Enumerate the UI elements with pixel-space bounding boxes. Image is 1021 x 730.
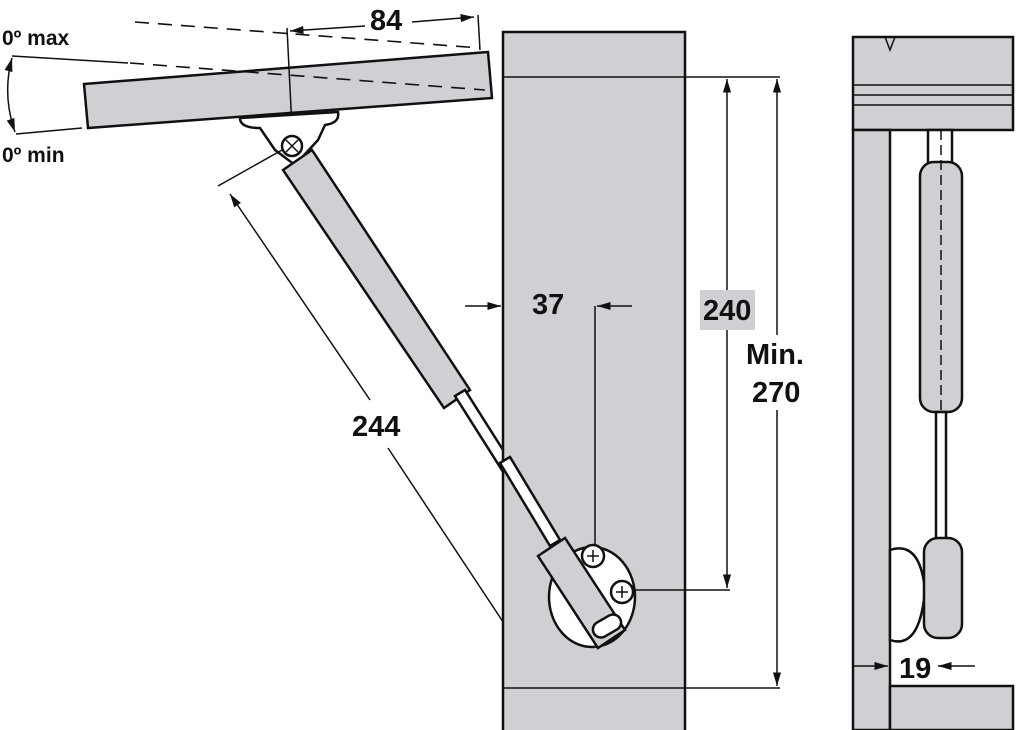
dimension-84-label: 84 bbox=[370, 5, 402, 37]
lid-bracket bbox=[238, 110, 340, 167]
label-bg bbox=[700, 290, 755, 330]
dimension-240-label: 240 bbox=[703, 295, 751, 327]
dimension-min-label: Min. bbox=[746, 339, 804, 371]
dimension-19-label: 19 bbox=[899, 653, 931, 685]
angle-min-label: 0º min bbox=[2, 144, 65, 167]
dimension-244 bbox=[217, 149, 566, 646]
lid-panel bbox=[82, 14, 494, 130]
angle-indicator bbox=[4, 55, 129, 135]
cabinet-side-panel bbox=[501, 30, 780, 730]
side-view-strut bbox=[888, 128, 964, 643]
dimension-244-label: 244 bbox=[352, 411, 400, 443]
dimension-270-label: 270 bbox=[752, 377, 800, 409]
dimension-37 bbox=[465, 301, 730, 591]
side-view-cabinet bbox=[851, 35, 1015, 730]
angle-max-label: 0º max bbox=[2, 27, 70, 50]
dimension-37-label: 37 bbox=[532, 289, 564, 321]
gas-strut-lower bbox=[498, 455, 637, 650]
dimension-84 bbox=[289, 14, 475, 35]
